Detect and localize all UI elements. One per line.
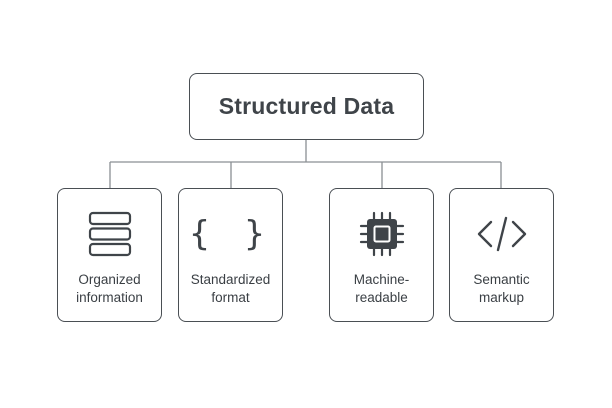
node-label: Machine- readable: [330, 271, 433, 307]
code-tag-icon: [450, 209, 553, 259]
curly-braces-glyph: { }: [189, 214, 272, 254]
node-organized-information: Organized information: [57, 188, 162, 322]
node-machine-readable: Machine- readable: [329, 188, 434, 322]
node-label: Semantic markup: [450, 271, 553, 307]
label-line-2: information: [76, 290, 143, 305]
curly-braces-icon: { }: [179, 209, 282, 259]
label-line-2: markup: [478, 290, 524, 305]
label-line-1: Standardized: [190, 272, 271, 287]
node-standardized-format: { } Standardized format: [178, 188, 283, 322]
label-line-2: format: [211, 290, 250, 305]
node-label: Standardized format: [179, 271, 282, 307]
root-node-structured-data: Structured Data: [189, 73, 424, 140]
label-line-2: readable: [355, 290, 408, 305]
root-title: Structured Data: [218, 93, 395, 119]
label-line-1: Machine-: [353, 272, 410, 287]
label-line-1: Organized: [78, 272, 141, 287]
database-stack-icon: [58, 209, 161, 259]
cpu-chip-icon: [330, 209, 433, 259]
label-line-1: Semantic: [473, 272, 530, 287]
node-label: Organized information: [58, 271, 161, 307]
node-semantic-markup: Semantic markup: [449, 188, 554, 322]
